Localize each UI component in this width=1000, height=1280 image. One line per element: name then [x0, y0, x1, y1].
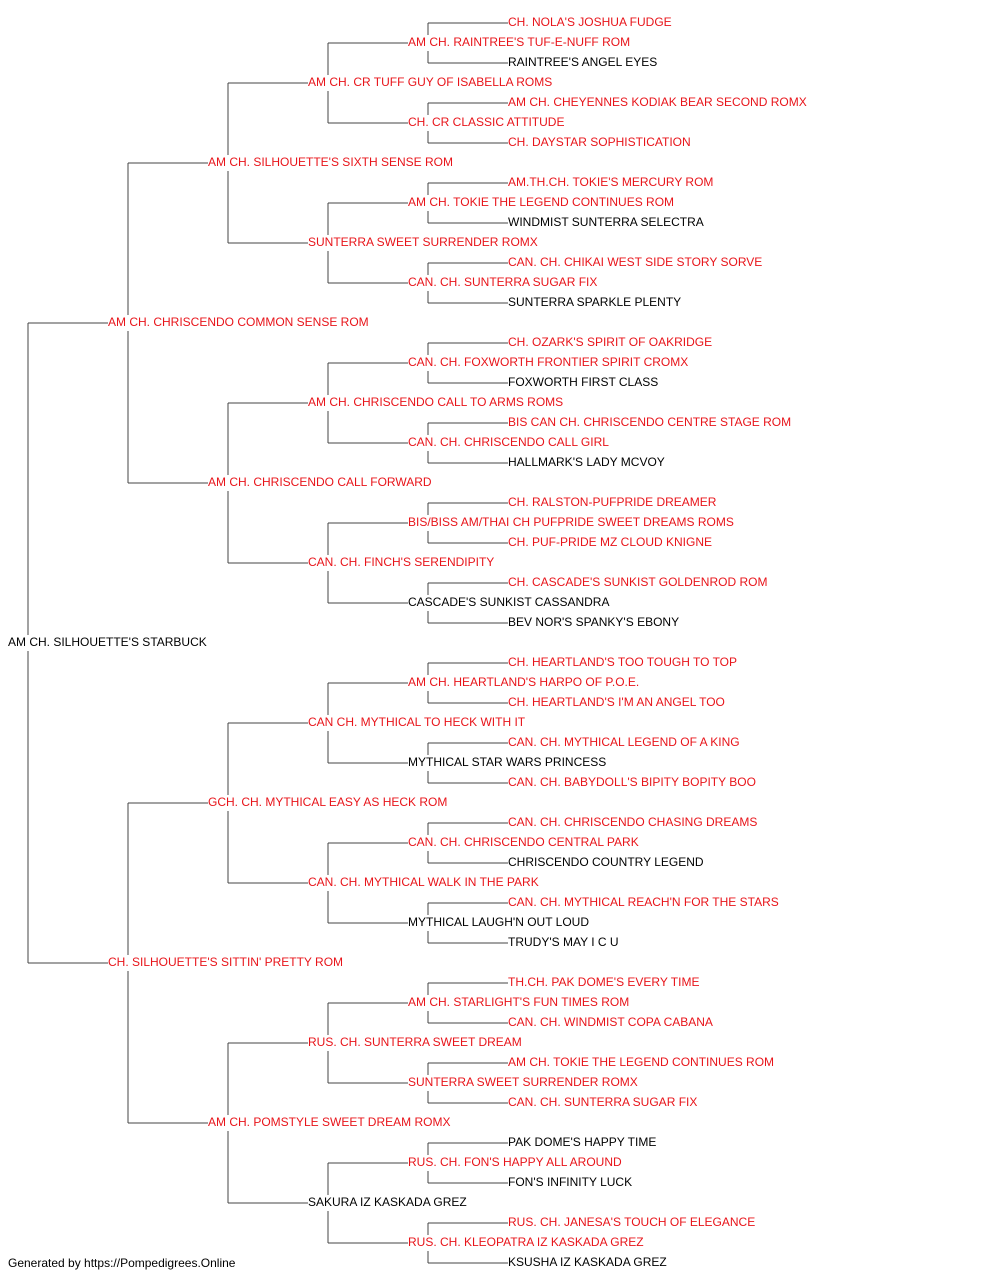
- ancestor-name: CH. SILHOUETTE'S SITTIN' PRETTY ROM: [108, 955, 343, 969]
- ancestor-name: AM CH. HEARTLAND'S HARPO OF P.O.E.: [408, 675, 639, 689]
- footer-credit: Generated by https://Pompedigrees.Online: [8, 1256, 236, 1270]
- ancestor-name: TRUDY'S MAY I C U: [508, 935, 619, 949]
- ancestor-name: CAN. CH. WINDMIST COPA CABANA: [508, 1015, 713, 1029]
- ancestor-name: RUS. CH. JANESA'S TOUCH OF ELEGANCE: [508, 1215, 755, 1229]
- ancestor-name: SUNTERRA SPARKLE PLENTY: [508, 295, 681, 309]
- ancestor-name: BIS CAN CH. CHRISCENDO CENTRE STAGE ROM: [508, 415, 791, 429]
- ancestor-name: CH. HEARTLAND'S TOO TOUGH TO TOP: [508, 655, 737, 669]
- ancestor-name: AM CH. CHRISCENDO COMMON SENSE ROM: [108, 315, 369, 329]
- ancestor-name: AM CH. TOKIE THE LEGEND CONTINUES ROM: [508, 1055, 774, 1069]
- ancestor-name: RUS. CH. SUNTERRA SWEET DREAM: [308, 1035, 522, 1049]
- ancestor-name: MYTHICAL STAR WARS PRINCESS: [408, 755, 606, 769]
- ancestor-name: CH. DAYSTAR SOPHISTICATION: [508, 135, 691, 149]
- ancestor-name: TH.CH. PAK DOME'S EVERY TIME: [508, 975, 699, 989]
- ancestor-name: RUS. CH. KLEOPATRA IZ KASKADA GREZ: [408, 1235, 644, 1249]
- ancestor-name: CHRISCENDO COUNTRY LEGEND: [508, 855, 704, 869]
- ancestor-name: FON'S INFINITY LUCK: [508, 1175, 632, 1189]
- ancestor-name: AM CH. RAINTREE'S TUF-E-NUFF ROM: [408, 35, 630, 49]
- ancestor-name: AM CH. CHRISCENDO CALL FORWARD: [208, 475, 432, 489]
- ancestor-name: BIS/BISS AM/THAI CH PUFPRIDE SWEET DREAM…: [408, 515, 734, 529]
- ancestor-name: CAN. CH. CHRISCENDO CALL GIRL: [408, 435, 609, 449]
- ancestor-name: AM CH. STARLIGHT'S FUN TIMES ROM: [408, 995, 629, 1009]
- ancestor-name: RUS. CH. FON'S HAPPY ALL AROUND: [408, 1155, 622, 1169]
- ancestor-name: CAN. CH. SUNTERRA SUGAR FIX: [508, 1095, 697, 1109]
- ancestor-name: CAN CH. MYTHICAL TO HECK WITH IT: [308, 715, 526, 729]
- ancestor-name: CAN. CH. BABYDOLL'S BIPITY BOPITY BOO: [508, 775, 756, 789]
- ancestor-name: PAK DOME'S HAPPY TIME: [508, 1135, 656, 1149]
- ancestor-name: AM CH. SILHOUETTE'S SIXTH SENSE ROM: [208, 155, 453, 169]
- ancestor-name: CAN. CH. MYTHICAL REACH'N FOR THE STARS: [508, 895, 779, 909]
- ancestor-name: CH. HEARTLAND'S I'M AN ANGEL TOO: [508, 695, 725, 709]
- ancestor-name: CAN. CH. CHRISCENDO CHASING DREAMS: [508, 815, 757, 829]
- ancestor-name: SAKURA IZ KASKADA GREZ: [308, 1195, 467, 1209]
- ancestor-name: MYTHICAL LAUGH'N OUT LOUD: [408, 915, 589, 929]
- ancestor-name: FOXWORTH FIRST CLASS: [508, 375, 658, 389]
- ancestor-name: AM CH. POMSTYLE SWEET DREAM ROMX: [208, 1115, 450, 1129]
- ancestor-name: SUNTERRA SWEET SURRENDER ROMX: [308, 235, 538, 249]
- ancestor-name: CH. OZARK'S SPIRIT OF OAKRIDGE: [508, 335, 712, 349]
- ancestor-name: AM CH. TOKIE THE LEGEND CONTINUES ROM: [408, 195, 674, 209]
- ancestor-name: CAN. CH. SUNTERRA SUGAR FIX: [408, 275, 597, 289]
- ancestor-name: SUNTERRA SWEET SURRENDER ROMX: [408, 1075, 638, 1089]
- ancestor-name: CH. PUF-PRIDE MZ CLOUD KNIGNE: [508, 535, 712, 549]
- ancestor-name: CH. CR CLASSIC ATTITUDE: [408, 115, 564, 129]
- ancestor-name: AM CH. CHRISCENDO CALL TO ARMS ROMS: [308, 395, 563, 409]
- ancestor-name: CH. CASCADE'S SUNKIST GOLDENROD ROM: [508, 575, 767, 589]
- ancestor-name: CASCADE'S SUNKIST CASSANDRA: [408, 595, 609, 609]
- dog-name: AM CH. SILHOUETTE'S STARBUCK: [8, 635, 207, 649]
- ancestor-name: CAN. CH. FOXWORTH FRONTIER SPIRIT CROMX: [408, 355, 688, 369]
- ancestor-name: GCH. CH. MYTHICAL EASY AS HECK ROM: [208, 795, 447, 809]
- ancestor-name: AM CH. CHEYENNES KODIAK BEAR SECOND ROMX: [508, 95, 807, 109]
- ancestor-name: CH. NOLA'S JOSHUA FUDGE: [508, 15, 672, 29]
- ancestor-name: HALLMARK'S LADY MCVOY: [508, 455, 665, 469]
- ancestor-name: WINDMIST SUNTERRA SELECTRA: [508, 215, 704, 229]
- ancestor-name: CAN. CH. MYTHICAL WALK IN THE PARK: [308, 875, 539, 889]
- ancestor-name: CAN. CH. FINCH'S SERENDIPITY: [308, 555, 494, 569]
- ancestor-name: CAN. CH. MYTHICAL LEGEND OF A KING: [508, 735, 740, 749]
- ancestor-name: AM.TH.CH. TOKIE'S MERCURY ROM: [508, 175, 713, 189]
- ancestor-name: CAN. CH. CHRISCENDO CENTRAL PARK: [408, 835, 639, 849]
- ancestor-name: CAN. CH. CHIKAI WEST SIDE STORY SORVE: [508, 255, 762, 269]
- ancestor-name: CH. RALSTON-PUFPRIDE DREAMER: [508, 495, 717, 509]
- ancestor-name: RAINTREE'S ANGEL EYES: [508, 55, 657, 69]
- ancestor-name: BEV NOR'S SPANKY'S EBONY: [508, 615, 679, 629]
- ancestor-name: AM CH. CR TUFF GUY OF ISABELLA ROMS: [308, 75, 552, 89]
- ancestor-name: KSUSHA IZ KASKADA GREZ: [508, 1255, 667, 1269]
